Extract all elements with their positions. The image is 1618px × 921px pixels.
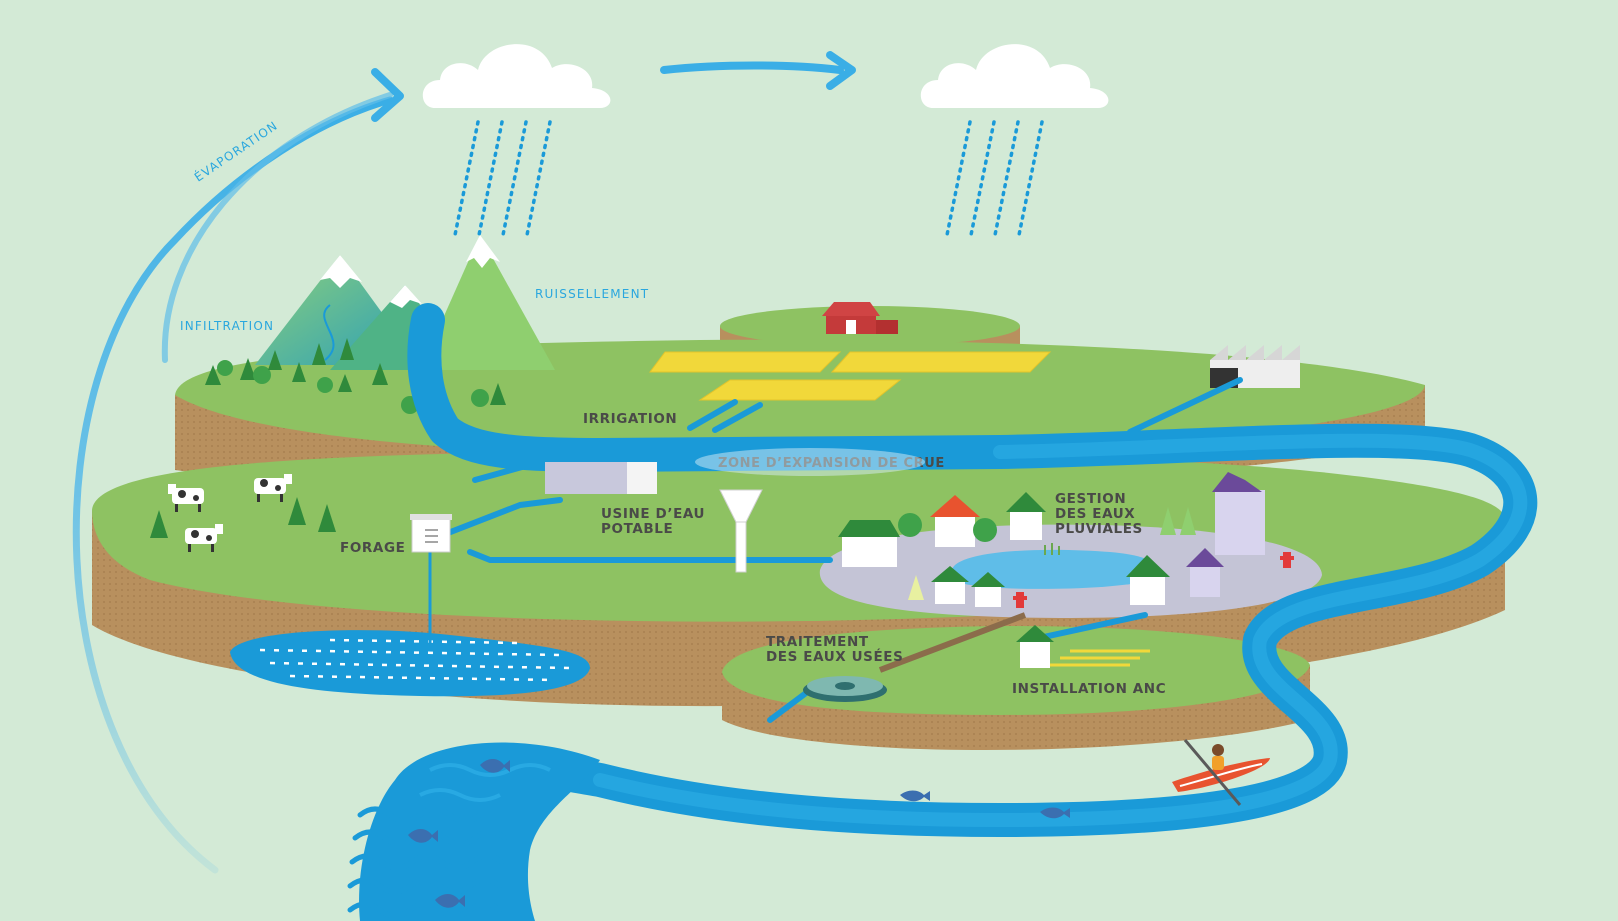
rain-icon xyxy=(945,120,1044,237)
water-tower-icon xyxy=(719,489,763,573)
gestion-label-line1: GESTION xyxy=(1055,491,1126,507)
gestion-label-line2: DES EAUX xyxy=(1055,506,1135,522)
anc-label: INSTALLATION ANC xyxy=(1012,681,1166,697)
cloud-transfer-arrow xyxy=(660,51,856,90)
traitement-label-line2: DES EAUX USÉES xyxy=(766,648,903,665)
tree-icon xyxy=(898,507,1196,600)
evaporation-arrow xyxy=(72,68,404,874)
ruissellement-label: RUISSELLEMENT xyxy=(535,287,649,301)
gestion-label-line3: PLUVIALES xyxy=(1055,521,1143,537)
cloud-icon xyxy=(920,44,1109,108)
infiltration-label: INFILTRATION xyxy=(180,319,274,333)
well-icon xyxy=(410,514,452,650)
sea xyxy=(347,742,600,921)
mountain-icon xyxy=(255,235,555,370)
kayak-icon xyxy=(1172,739,1270,806)
forage-label: FORAGE xyxy=(340,540,405,556)
cloud-icon xyxy=(422,44,611,108)
tree-icon xyxy=(150,497,336,538)
barn-icon xyxy=(822,302,898,334)
fish-icon xyxy=(408,759,1070,908)
cow-icon xyxy=(254,474,292,502)
factory-icon xyxy=(1210,345,1300,388)
usine-label-line2: POTABLE xyxy=(601,521,673,537)
river xyxy=(407,303,1538,837)
treatment-plant-icon xyxy=(803,676,887,702)
house-icon xyxy=(838,472,1265,668)
evaporation-label: ÉVAPORATION xyxy=(191,118,280,185)
flood-zone xyxy=(695,448,925,476)
usine-label-line1: USINE D’EAU xyxy=(601,506,705,522)
aquifer xyxy=(230,630,590,697)
hydrant-icon xyxy=(1013,552,1294,608)
cow-icon xyxy=(185,524,223,552)
rain-icon xyxy=(453,120,552,237)
irrigated-fields xyxy=(649,351,1052,401)
anc-drain-field xyxy=(1050,649,1150,667)
stormwater-pond xyxy=(951,543,1160,589)
water-pipes xyxy=(427,377,1243,723)
irrigation-label: IRRIGATION xyxy=(583,411,677,427)
treatment-plant-building xyxy=(545,462,657,494)
cow-icon xyxy=(168,484,204,512)
wastewater-pipe xyxy=(878,612,1027,673)
traitement-label-line1: TRAITEMENT xyxy=(766,634,869,650)
